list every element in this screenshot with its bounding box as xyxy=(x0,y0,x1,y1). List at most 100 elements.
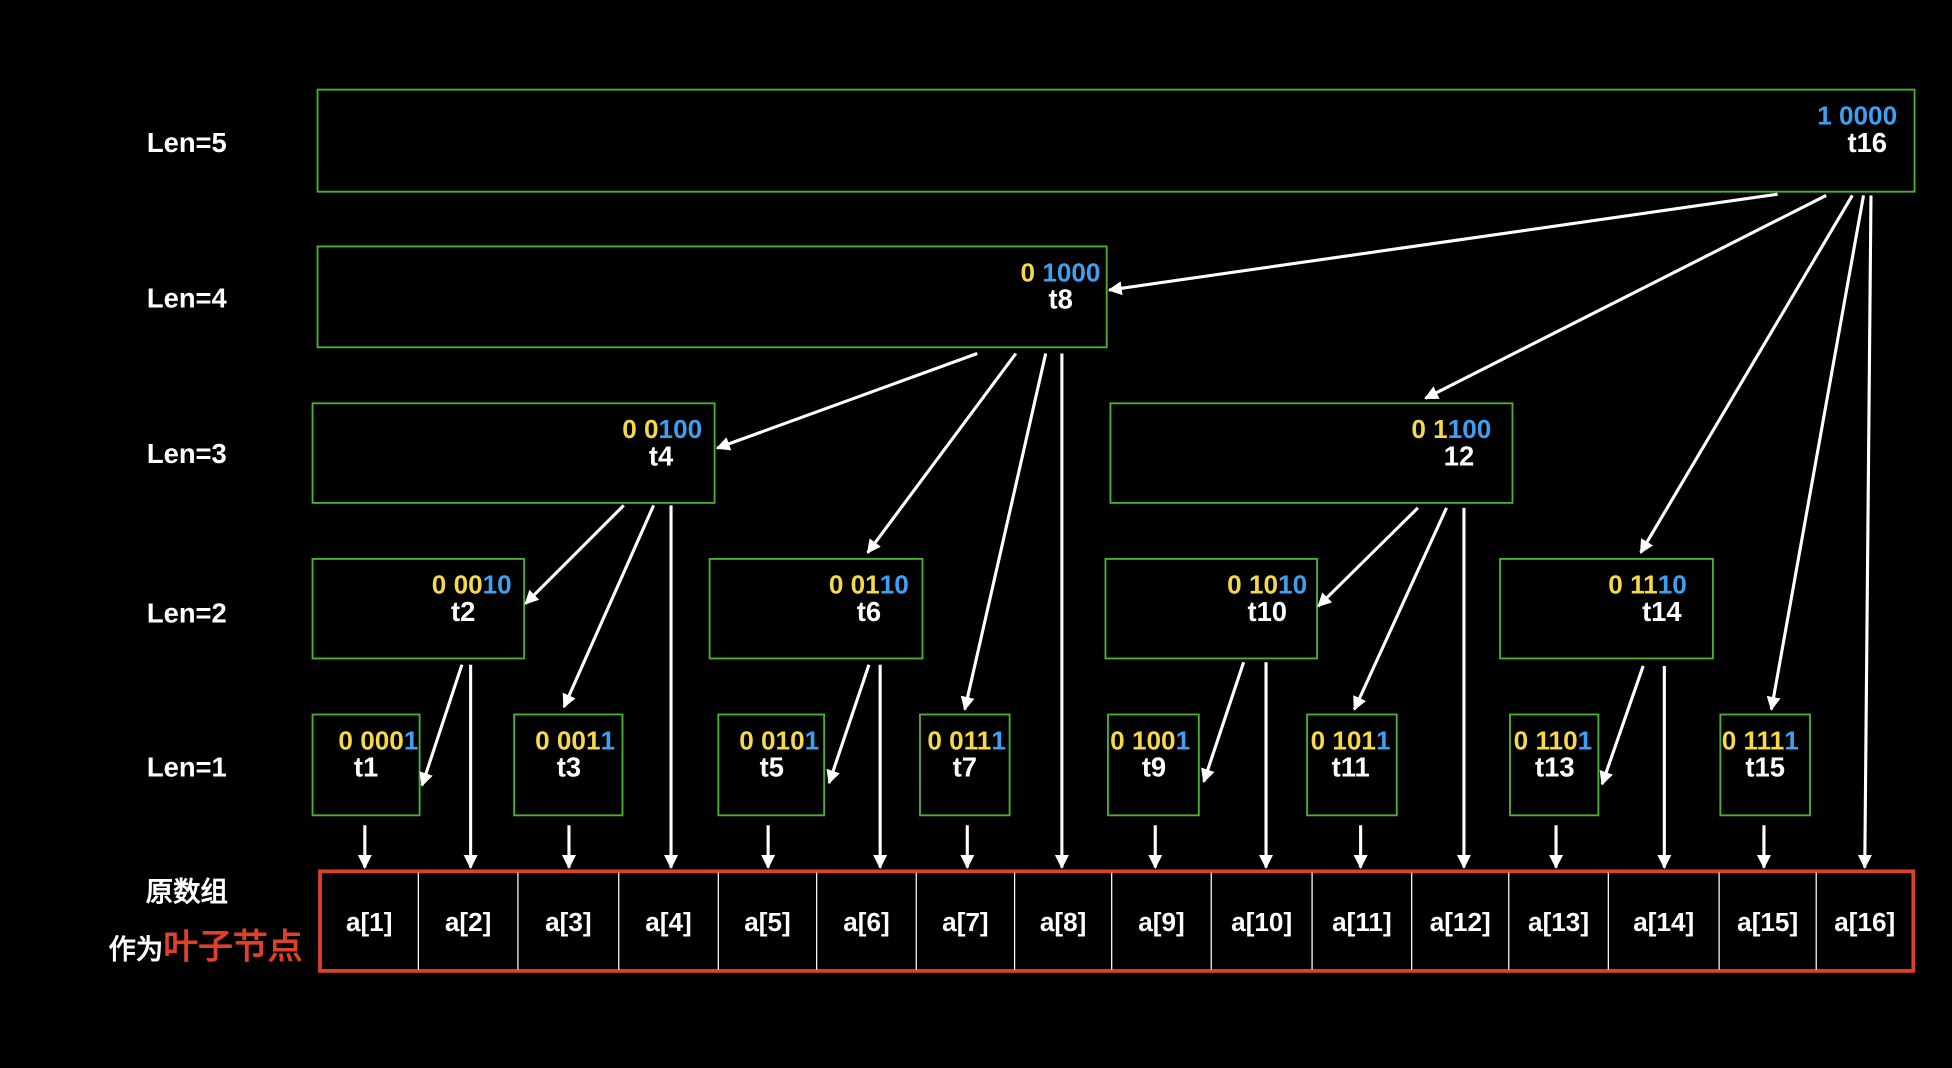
array-cell: a[6] xyxy=(843,907,889,937)
node-label: t13 xyxy=(1535,752,1575,783)
node-box xyxy=(1499,557,1714,660)
node-box xyxy=(708,557,924,660)
binary-lowbits: 10 xyxy=(483,570,512,600)
node-binary: 0 1010 xyxy=(1227,570,1307,600)
binary-lowbits: 1 xyxy=(1176,725,1191,755)
arrow xyxy=(1599,665,1645,786)
node-binary: 0 1001 xyxy=(1110,725,1190,755)
node-box xyxy=(919,713,1011,817)
tree-arrows xyxy=(357,192,1873,869)
node-binary: 0 1110 xyxy=(1608,570,1686,600)
arrow xyxy=(524,504,625,605)
array-cell: a[5] xyxy=(744,907,790,937)
node-label: t5 xyxy=(760,752,784,783)
array-cell: a[9] xyxy=(1138,907,1184,937)
arrow xyxy=(960,353,1048,711)
binary-prefix: 0 1 xyxy=(1411,414,1447,444)
node-binary: 0 0100 xyxy=(622,414,702,444)
binary-lowbits: 1 xyxy=(1578,725,1593,755)
array-cell: a[1] xyxy=(346,907,392,937)
arrow xyxy=(419,664,464,787)
node-binary: 0 0011 xyxy=(535,725,615,755)
binary-prefix: 0 000 xyxy=(338,725,403,755)
array-cell: a[7] xyxy=(942,907,988,937)
binary-lowbits: 1 xyxy=(404,725,419,755)
level-label-3: Len=3 xyxy=(147,438,227,469)
node-box xyxy=(1306,713,1398,817)
binary-prefix: 0 00 xyxy=(432,570,483,600)
binary-lowbits: 100 xyxy=(1448,414,1492,444)
node-binary: 0 1100 xyxy=(1411,414,1491,444)
array-border xyxy=(318,869,1916,973)
node-label: t4 xyxy=(649,441,674,472)
binary-prefix: 0 100 xyxy=(1110,725,1175,755)
binary-lowbits: 10 xyxy=(880,570,909,600)
arrow xyxy=(1352,507,1448,711)
node-binary: 0 1011 xyxy=(1311,725,1391,755)
node-binary: 0 0101 xyxy=(739,725,819,755)
node-binary: 1 0000 xyxy=(1817,100,1897,130)
node-label: t16 xyxy=(1847,127,1887,158)
binary-prefix: 0 111 xyxy=(1722,725,1785,755)
node-label: t11 xyxy=(1332,752,1370,783)
node-label: t15 xyxy=(1745,752,1785,783)
binary-prefix: 0 101 xyxy=(1311,725,1376,755)
node-label: 12 xyxy=(1444,441,1474,472)
node-box xyxy=(1104,557,1318,660)
node-box xyxy=(513,713,624,817)
binary-prefix: 0 110 xyxy=(1514,725,1578,755)
array-cell: a[8] xyxy=(1040,907,1086,937)
binary-prefix: 0 011 xyxy=(927,725,991,755)
node-box xyxy=(316,88,1916,193)
arrow xyxy=(866,352,1018,554)
node-box xyxy=(1109,402,1514,504)
array-cell: a[4] xyxy=(645,907,691,937)
level-label-4: Len=4 xyxy=(147,282,228,313)
node-binary: 0 0001 xyxy=(338,725,418,755)
array-cell: a[11] xyxy=(1332,907,1392,937)
array-cell: a[15] xyxy=(1737,907,1798,937)
binary-prefix: 0 010 xyxy=(739,725,804,755)
original-array: 原数组 作为叶子节点 a[1]a[2]a[3]a[4]a[5]a[6]a[7]a… xyxy=(108,869,1916,973)
binary-lowbits: 1 xyxy=(805,725,820,755)
node-binary: 0 0111 xyxy=(927,725,1005,755)
arrow xyxy=(1766,195,1866,711)
array-caption: 原数组 xyxy=(146,876,228,908)
node-box xyxy=(717,713,826,817)
arrow xyxy=(1317,506,1419,608)
node-box xyxy=(1509,713,1600,817)
node-binary: 0 1101 xyxy=(1514,725,1592,755)
level-labels: Len=5 Len=4 Len=3 Len=2 Len=1 xyxy=(147,127,228,783)
node-box xyxy=(1719,713,1811,817)
arrow xyxy=(1424,194,1827,400)
binary-prefix: 0 10 xyxy=(1227,570,1278,600)
node-box xyxy=(311,557,526,660)
array-cell: a[2] xyxy=(445,907,491,937)
node-label: t3 xyxy=(557,752,581,783)
arrow xyxy=(1639,194,1854,554)
binary-lowbits: 1 xyxy=(1784,725,1799,755)
binary-prefix: 0 0 xyxy=(622,414,658,444)
node-label: t6 xyxy=(857,596,881,627)
node-label: t7 xyxy=(953,752,977,783)
binary-lowbits: 100 xyxy=(659,414,703,444)
binary-prefix: 0 001 xyxy=(535,725,600,755)
binary-prefix: 0 01 xyxy=(829,570,880,600)
arrow xyxy=(826,664,871,785)
array-cell: a[12] xyxy=(1430,907,1491,937)
arrow xyxy=(1107,192,1778,296)
